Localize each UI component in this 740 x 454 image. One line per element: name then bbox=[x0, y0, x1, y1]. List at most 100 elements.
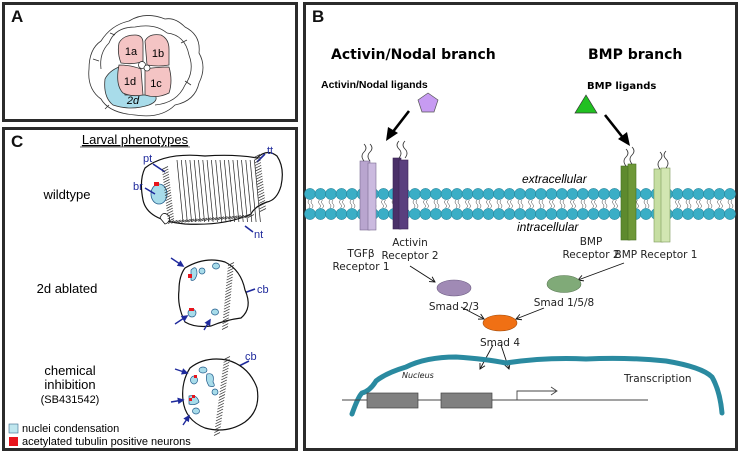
hatch-mark bbox=[234, 215, 241, 219]
cell-1b bbox=[144, 34, 170, 67]
lipid-tail bbox=[580, 199, 587, 209]
segment-line bbox=[245, 159, 253, 223]
brain-nuclei bbox=[150, 183, 168, 205]
tgfb-r1-label-line2: Receptor 1 bbox=[332, 261, 389, 273]
hatch-mark bbox=[197, 217, 205, 222]
lipid-tail bbox=[486, 199, 492, 209]
lipid-head bbox=[493, 208, 505, 220]
hatch-mark bbox=[222, 317, 229, 322]
legend-label-neurons: acetylated tubulin positive neurons bbox=[22, 436, 191, 448]
hatch-mark bbox=[161, 166, 169, 170]
segment-line bbox=[215, 159, 223, 223]
bmp-branch-title: BMP branch bbox=[588, 47, 682, 63]
hatch-mark bbox=[163, 176, 170, 181]
lipid-head bbox=[409, 208, 421, 220]
hatch-mark bbox=[217, 405, 224, 410]
hatch-mark bbox=[218, 397, 225, 401]
activin-r2-label-line1: Activin bbox=[392, 237, 428, 249]
hatch-mark bbox=[167, 220, 175, 224]
hatch-mark bbox=[255, 167, 262, 172]
hatch-mark bbox=[259, 208, 267, 212]
lipid-head bbox=[535, 208, 547, 220]
cell-label-1c: 1c bbox=[150, 78, 162, 90]
hatch-mark bbox=[258, 197, 265, 202]
lipid-head bbox=[430, 208, 442, 220]
hatch-mark bbox=[217, 402, 225, 407]
pathway-arrow bbox=[460, 306, 485, 320]
larval-phenotypes-diagram: Larval phenotypes wildtype 2d ablated ch… bbox=[8, 132, 283, 448]
lipid-tail bbox=[423, 199, 429, 209]
lipid-head bbox=[314, 188, 327, 200]
segment-line bbox=[185, 159, 192, 223]
hatch-mark bbox=[256, 178, 263, 183]
hatch-mark bbox=[164, 189, 171, 194]
exon-box-1 bbox=[366, 392, 419, 409]
lipid-tail bbox=[412, 199, 419, 209]
hatch-mark bbox=[216, 414, 223, 419]
arrowhead bbox=[618, 132, 630, 146]
arrowhead bbox=[386, 127, 398, 141]
bmp-r2-label-line2: Receptor 2 bbox=[562, 249, 619, 261]
lipid-head bbox=[556, 188, 568, 200]
lipid-head bbox=[335, 208, 348, 220]
segment-line bbox=[223, 159, 231, 223]
panel-b-letter: B bbox=[312, 7, 325, 26]
hatch-mark bbox=[163, 179, 170, 183]
bmp-receptor-1 bbox=[653, 150, 671, 243]
lipid-head bbox=[377, 208, 390, 220]
cell-label-1b: 1b bbox=[152, 48, 164, 60]
row-label-wildtype: wildtype bbox=[43, 187, 91, 202]
segment-line bbox=[241, 159, 248, 223]
segment-line bbox=[249, 159, 257, 223]
embryo-diagram: 1a 1b 1d 1c 2d bbox=[88, 15, 204, 117]
lipid-tail bbox=[675, 199, 681, 209]
panel-c: C Larval phenotypes wildtype 2d ablated … bbox=[2, 127, 298, 451]
hatch-mark bbox=[221, 376, 228, 381]
lipid-head bbox=[703, 208, 715, 220]
lipid-tail bbox=[727, 199, 734, 209]
lipid-head bbox=[482, 188, 495, 200]
bmp-ligands-label: BMP ligands bbox=[587, 81, 656, 92]
hatch-mark bbox=[166, 210, 174, 215]
hatch-mark bbox=[255, 170, 262, 175]
lipid-head bbox=[514, 208, 526, 220]
hatch-mark bbox=[221, 370, 229, 375]
activin-branch-title: Activin/Nodal branch bbox=[331, 47, 496, 63]
lipid-head bbox=[503, 188, 516, 200]
lipid-tail bbox=[433, 199, 440, 209]
cell-1c bbox=[144, 66, 172, 97]
lipid-head bbox=[482, 208, 495, 220]
lipid-tail bbox=[643, 199, 650, 209]
segment-line bbox=[211, 159, 218, 223]
hatch-mark bbox=[255, 164, 262, 169]
hatch-mark bbox=[258, 200, 266, 204]
lipid-head bbox=[503, 208, 516, 220]
lipid-head bbox=[524, 188, 537, 200]
lipid-tail bbox=[685, 199, 692, 209]
hatch-mark bbox=[165, 199, 173, 204]
hatch-mark bbox=[216, 411, 223, 416]
cell-label-1d: 1d bbox=[124, 76, 136, 88]
smad23-label: Smad 2/3 bbox=[429, 301, 479, 313]
hatch-mark bbox=[224, 300, 231, 304]
hatch-mark bbox=[164, 186, 171, 191]
tgfb-r1-label-line1: TGFβ bbox=[346, 248, 374, 260]
bmp-r1-label: BMP Receptor 1 bbox=[615, 249, 698, 261]
lipid-head bbox=[409, 188, 421, 200]
hatch-mark bbox=[204, 217, 211, 222]
label-cb-1: cb bbox=[257, 284, 269, 296]
segment-line bbox=[176, 159, 184, 223]
signaling-pathway-diagram: Activin/Nodal branch BMP branch Activin/… bbox=[304, 47, 736, 417]
hatch-mark bbox=[220, 379, 228, 384]
lipid-tail bbox=[538, 199, 545, 209]
hatch-mark bbox=[259, 205, 266, 210]
lipid-head bbox=[514, 188, 526, 200]
lipid-head bbox=[713, 188, 726, 200]
2d-ablated-larva bbox=[178, 259, 249, 328]
segment-line bbox=[206, 159, 214, 223]
cell-label-2d: 2d bbox=[126, 95, 140, 107]
hatch-mark bbox=[227, 265, 234, 269]
segment-line bbox=[228, 159, 235, 223]
hatch-mark bbox=[231, 215, 238, 220]
hatch-mark bbox=[221, 216, 228, 220]
